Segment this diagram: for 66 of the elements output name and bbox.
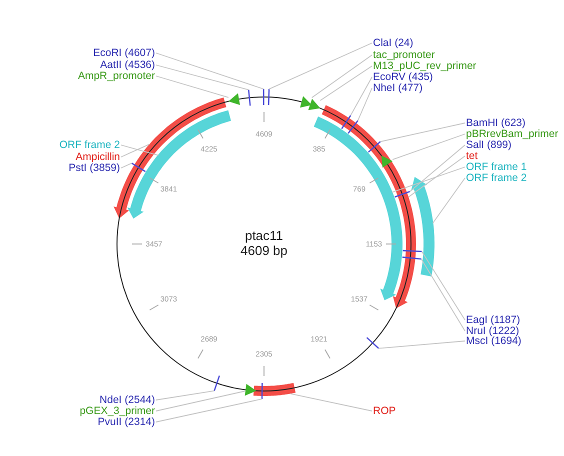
restriction-site-mark — [402, 256, 422, 260]
orf-feature-arc — [314, 116, 402, 300]
feature-label: BamHI (623) — [466, 118, 526, 128]
feature-label: ORF frame 1 — [466, 162, 527, 172]
leader-line — [357, 88, 372, 122]
leader-line — [120, 144, 159, 156]
leader-line — [156, 52, 264, 90]
feature-label: AmpR_promoter — [78, 70, 155, 82]
leader-line — [421, 251, 466, 320]
leader-line — [290, 393, 372, 412]
restriction-site-mark — [366, 337, 380, 349]
restriction-site-mark — [268, 89, 270, 106]
feature-label: EagI (1187) — [466, 314, 520, 326]
restriction-site-mark — [261, 382, 263, 399]
plasmid-size: 4609 bp — [240, 243, 288, 258]
feature-label: PvuII (2314) — [98, 416, 155, 428]
restriction-site-mark — [402, 250, 422, 252]
feature-label: tet — [466, 150, 478, 162]
feature-label: tac_promoter — [373, 50, 435, 60]
leader-line — [156, 64, 250, 90]
feature-label: pGEX_3_primer — [80, 406, 155, 416]
feature-label: ORF frame 2 — [59, 140, 120, 150]
leader-line — [156, 398, 262, 422]
orf-feature-arc — [127, 110, 231, 219]
feature-label: NruI (1222) — [466, 326, 520, 336]
feature-label: ORF frame 2 — [466, 172, 527, 184]
leader-line — [350, 76, 372, 116]
leader-line — [378, 340, 466, 349]
leader-line — [156, 76, 229, 98]
feature-label: M13_pUC_rev_primer — [373, 60, 476, 72]
feature-label: ROP — [373, 406, 396, 416]
primer-triangle — [308, 98, 320, 110]
leader-line — [380, 122, 466, 142]
feature-label: EcoRV (435) — [373, 72, 433, 82]
leader-line — [311, 54, 372, 98]
restriction-site-mark — [262, 89, 264, 105]
leader-line — [120, 144, 150, 158]
leader-line — [268, 42, 372, 90]
feature-label: Ampicillin — [76, 152, 120, 162]
primer-triangle — [300, 96, 312, 108]
leader-line — [320, 66, 372, 101]
leader-line — [156, 390, 246, 412]
leader-line — [392, 134, 466, 160]
feature-label: pBRrevBam_primer — [466, 128, 558, 140]
feature-label: ClaI (24) — [373, 38, 414, 48]
orf-feature-arc — [411, 176, 434, 276]
feature-label: NheI (477) — [373, 82, 423, 94]
leader-line — [408, 156, 466, 198]
feature-label: NdeI (2544) — [100, 394, 155, 406]
leader-line — [392, 166, 466, 193]
restriction-site-mark — [248, 90, 251, 106]
leader-line — [409, 144, 466, 192]
leader-line — [120, 162, 132, 168]
leader-line — [432, 178, 466, 224]
feature-label: PstI (3859) — [68, 162, 120, 174]
feature-label: EcoRI (4607) — [93, 48, 155, 58]
primer-triangle — [228, 93, 240, 106]
feature-label: AatII (4536) — [100, 60, 155, 70]
leader-line — [156, 390, 215, 400]
primer-triangle — [244, 384, 256, 396]
feature-label: MscI (1694) — [466, 336, 522, 346]
leader-line — [420, 258, 466, 332]
gene-feature-arc — [253, 382, 296, 396]
feature-label: SalI (899) — [466, 140, 512, 150]
restriction-site-mark — [214, 375, 220, 392]
plasmid-name: ptac11 — [244, 228, 284, 243]
